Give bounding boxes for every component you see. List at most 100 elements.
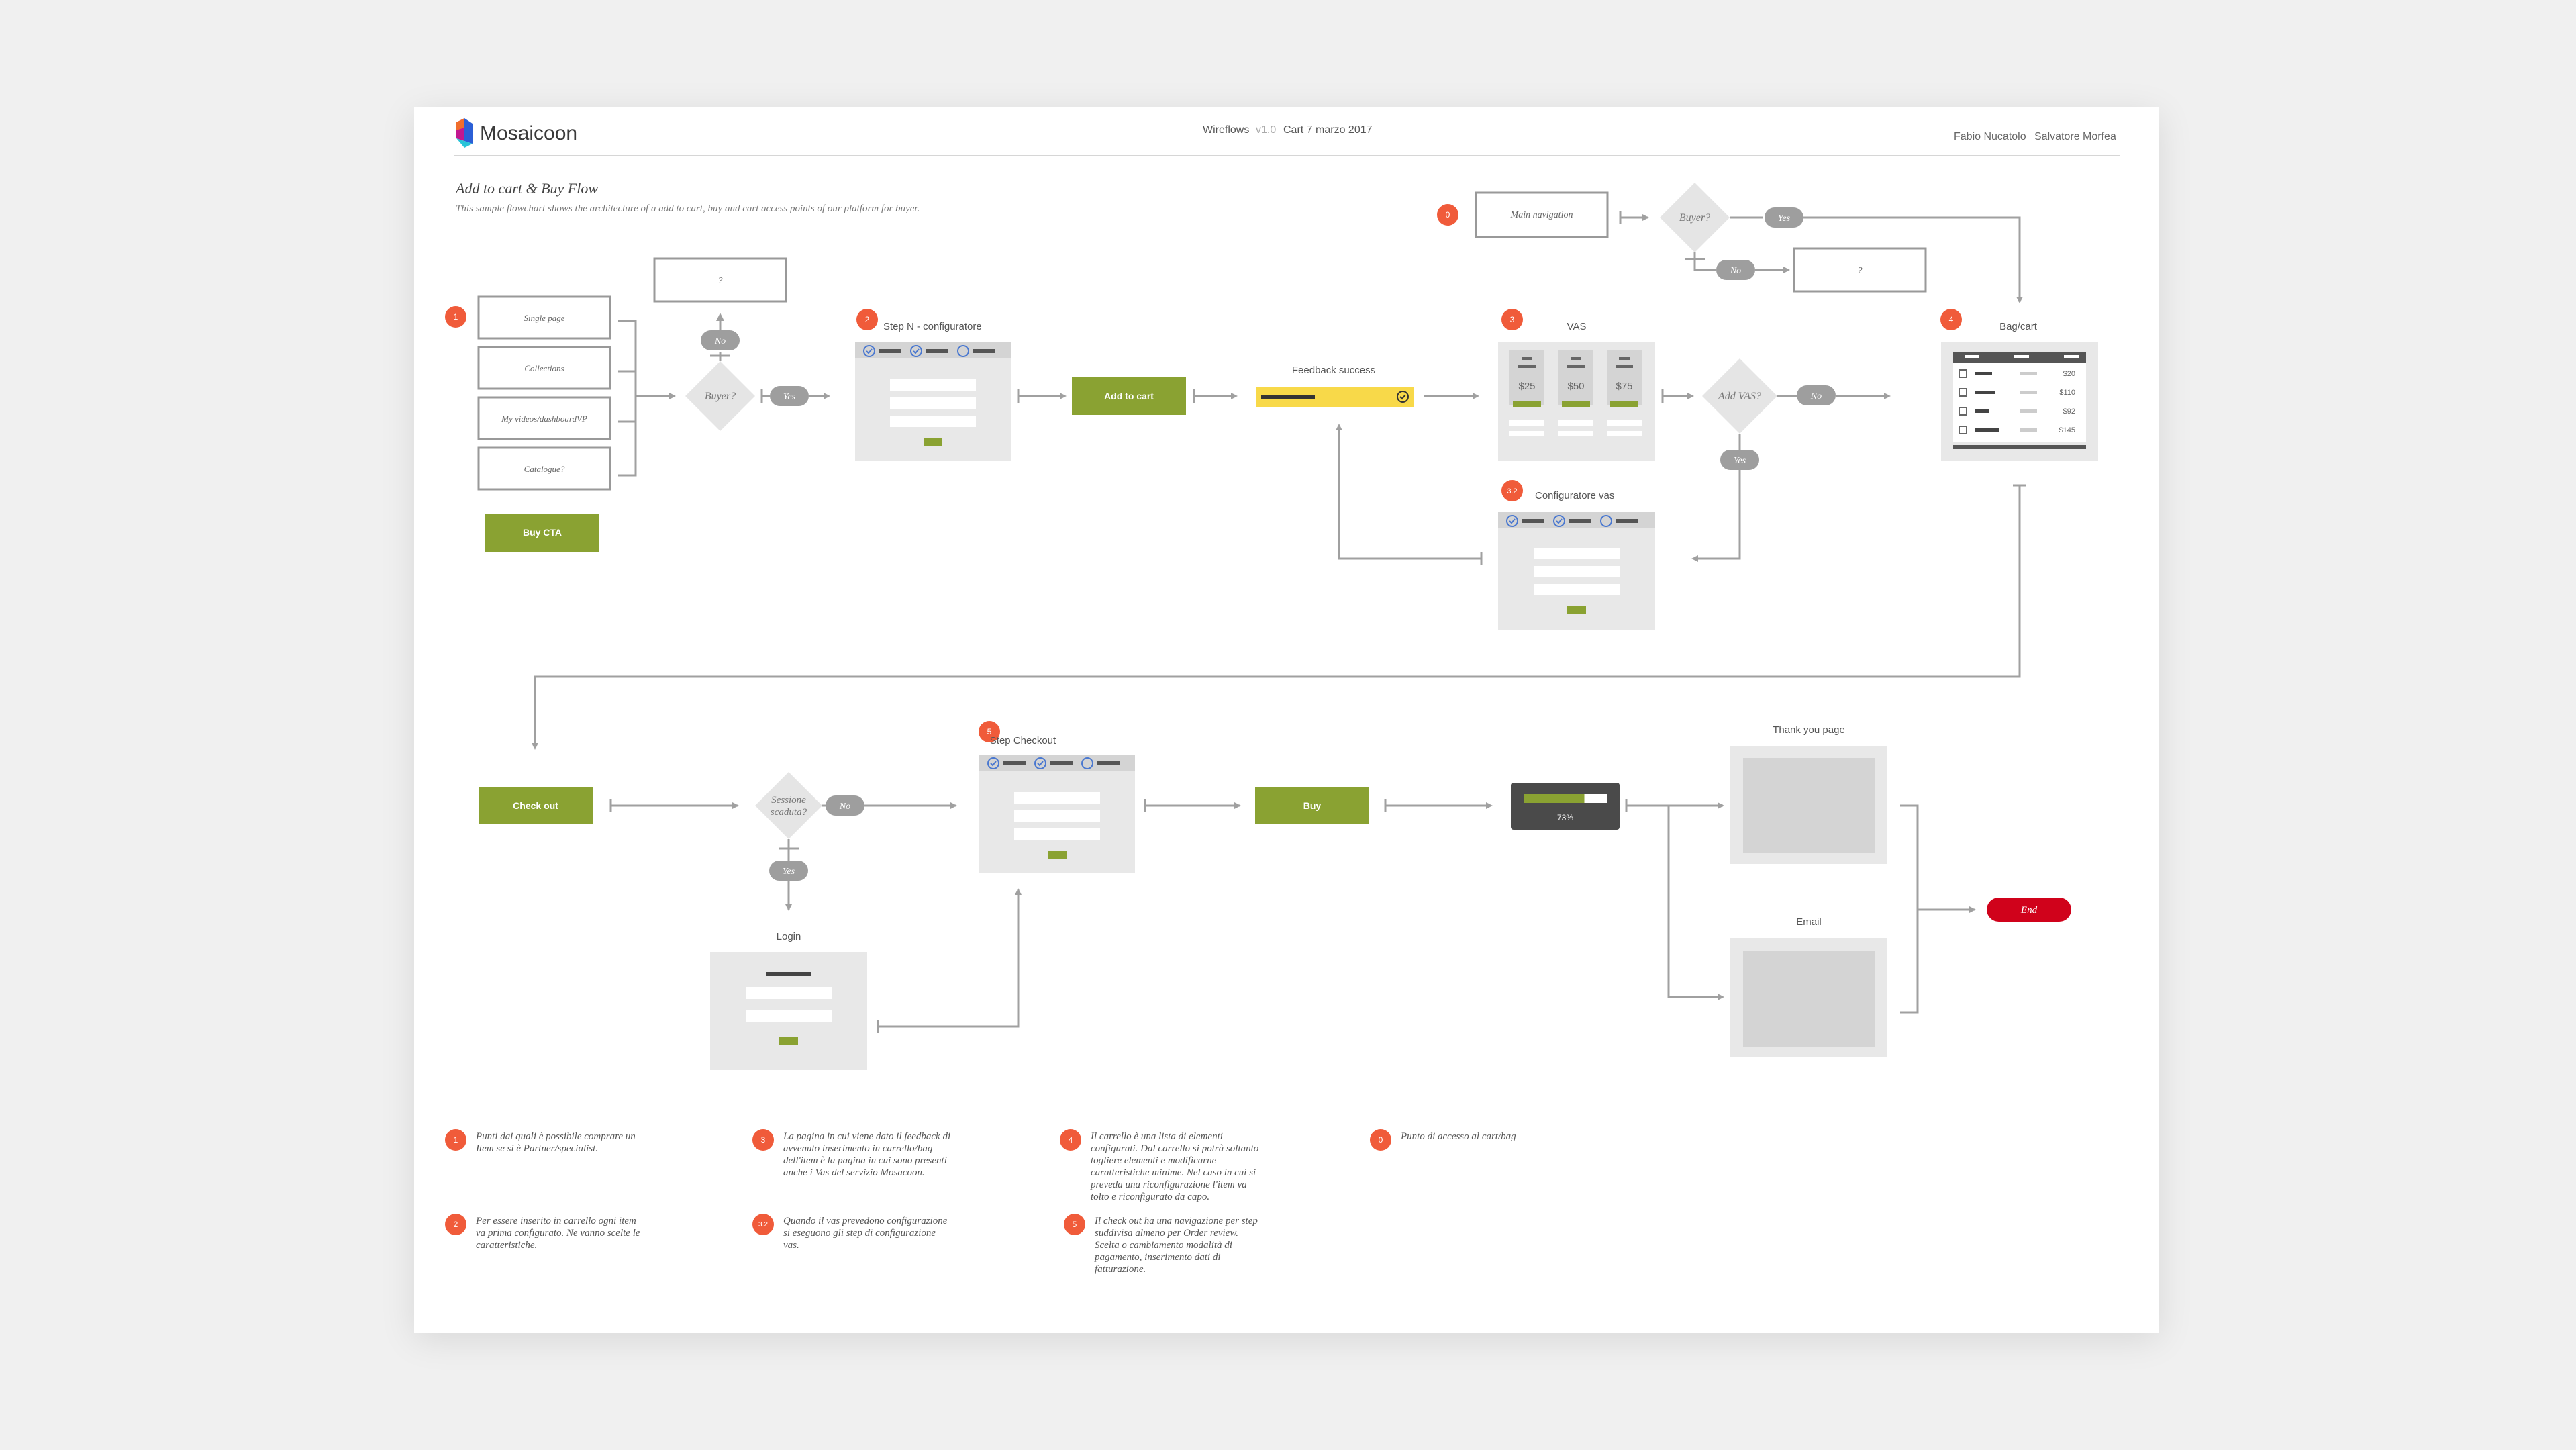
canvas-card: Mosaicoon Wireflows v1.0 Cart 7 marzo 20… bbox=[414, 107, 2159, 1333]
entry-catalogue bbox=[477, 446, 611, 491]
decision-session-line2: scaduta? bbox=[771, 807, 807, 818]
no-pill-session bbox=[826, 795, 864, 816]
note-1: Punti dai quali è possibile comprare un … bbox=[476, 1131, 636, 1154]
vas-price-3: $75 bbox=[1616, 381, 1632, 392]
bag-wireframe bbox=[1941, 342, 2098, 461]
doc-version: v1.0 bbox=[1256, 124, 1276, 136]
end-node bbox=[1987, 898, 2071, 922]
bag-price-1: $20 bbox=[2063, 370, 2075, 378]
no-pill-vas bbox=[1797, 385, 1836, 405]
email-wireframe bbox=[1730, 938, 1887, 1057]
bag-price-3: $92 bbox=[2063, 407, 2075, 416]
no-pill-vas-label: No bbox=[1810, 391, 1822, 401]
entry-catalogue-label: Catalogue? bbox=[524, 464, 565, 474]
step-badge-2 bbox=[856, 309, 878, 330]
unknown-box-top bbox=[1793, 247, 1927, 293]
config-vas-title: Configuratore vas bbox=[1535, 490, 1614, 501]
yes-pill-top-label: Yes bbox=[1778, 213, 1791, 224]
yes-pill-session bbox=[769, 861, 808, 881]
vas-price-1: $25 bbox=[1518, 381, 1535, 392]
unknown-box-top-label: ? bbox=[1858, 266, 1863, 276]
vas-price-2: $50 bbox=[1567, 381, 1584, 392]
decision-add-vas bbox=[1702, 358, 1777, 434]
note-5: Il check out ha una navigazione per step… bbox=[1095, 1216, 1258, 1275]
no-pill-top-label: No bbox=[1730, 266, 1741, 276]
buy-cta-label: Buy CTA bbox=[523, 527, 562, 538]
note-4: Il carrello è una lista di elementi conf… bbox=[1091, 1131, 1259, 1202]
main-navigation-box bbox=[1475, 191, 1609, 238]
login-wireframe bbox=[710, 952, 867, 1070]
wireflow-diagram: Mosaicoon Wireflows v1.0 Cart 7 marzo 20… bbox=[445, 118, 2120, 1070]
bag-price-2: $110 bbox=[2059, 389, 2075, 397]
vas-wireframe bbox=[1498, 342, 1655, 461]
yes-pill-vas-label: Yes bbox=[1734, 456, 1746, 466]
doc-date: Cart 7 marzo 2017 bbox=[1283, 124, 1373, 136]
buy-label: Buy bbox=[1303, 800, 1322, 811]
end-label: End bbox=[2020, 905, 2038, 916]
thank-you-title: Thank you page bbox=[1773, 724, 1845, 736]
note-3: La pagina in cui viene dato il feedback … bbox=[783, 1131, 951, 1178]
step-badge-4-label: 4 bbox=[1949, 315, 1954, 324]
progress-fill bbox=[1524, 794, 1585, 803]
step-n-title: Step N - configuratore bbox=[883, 321, 982, 332]
note-badge-3-2: 3.2 bbox=[752, 1214, 774, 1235]
note-badge-0: 0 bbox=[1370, 1129, 1391, 1151]
check-out-label: Check out bbox=[513, 800, 558, 811]
note-badge-3: 3 bbox=[752, 1129, 774, 1151]
step-badge-1-label: 1 bbox=[454, 312, 458, 322]
step-badge-3 bbox=[1501, 309, 1523, 330]
step-checkout-wireframe bbox=[979, 755, 1135, 873]
entry-collections bbox=[477, 346, 611, 390]
no-pill-1 bbox=[701, 330, 740, 350]
unknown-box-1-label: ? bbox=[718, 276, 723, 286]
yes-pill-top bbox=[1765, 207, 1803, 228]
buy-cta-button bbox=[485, 514, 599, 552]
bag-title: Bag/cart bbox=[1999, 321, 2038, 332]
note-badge-2: 2 bbox=[445, 1214, 466, 1235]
flow-title: Add to cart & Buy Flow bbox=[454, 180, 598, 197]
decision-buyer-top-label: Buyer? bbox=[1679, 212, 1710, 224]
step-badge-0-label: 0 bbox=[1446, 210, 1450, 220]
no-pill-session-label: No bbox=[839, 802, 850, 812]
yes-pill-1-label: Yes bbox=[783, 392, 796, 402]
flow-subtitle: This sample flowchart shows the architec… bbox=[456, 203, 920, 214]
entry-collections-label: Collections bbox=[524, 363, 564, 373]
step-badge-1 bbox=[445, 306, 466, 328]
bag-price-4: $145 bbox=[2059, 426, 2075, 434]
entry-single-page-label: Single page bbox=[524, 313, 564, 323]
brand-name: Mosaicoon bbox=[480, 122, 577, 144]
main-navigation-label: Main navigation bbox=[1510, 210, 1573, 220]
step-badge-5 bbox=[979, 721, 1000, 742]
yes-pill-session-label: Yes bbox=[783, 867, 795, 877]
yes-pill-1 bbox=[770, 386, 809, 406]
thank-you-wireframe bbox=[1730, 746, 1887, 864]
entry-my-videos bbox=[477, 396, 611, 440]
brand-logo-icon bbox=[456, 118, 473, 148]
buy-button bbox=[1255, 787, 1369, 824]
add-to-cart-button bbox=[1072, 377, 1186, 415]
unknown-box-1 bbox=[653, 257, 787, 303]
author-2: Salvatore Morfea bbox=[2034, 131, 2116, 142]
step-badge-4 bbox=[1940, 309, 1962, 330]
check-out-button bbox=[479, 787, 593, 824]
entry-single-page bbox=[477, 295, 611, 340]
author-1: Fabio Nucatolo bbox=[1954, 131, 2026, 142]
note-2: Per essere inserito in carrello ogni ite… bbox=[476, 1216, 640, 1251]
feedback-title: Feedback success bbox=[1292, 365, 1375, 376]
note-3-2: Quando il vas prevedono configurazione s… bbox=[783, 1216, 948, 1251]
add-to-cart-label: Add to cart bbox=[1104, 391, 1154, 401]
note-0: Punto di accesso al cart/bag bbox=[1401, 1131, 1516, 1142]
decision-buyer-top bbox=[1660, 183, 1730, 252]
step-badge-3-2 bbox=[1501, 480, 1523, 501]
step-badge-5-label: 5 bbox=[987, 727, 992, 736]
decision-session-line1: Sessione bbox=[771, 795, 806, 806]
no-pill-top bbox=[1716, 260, 1755, 280]
progress-modal bbox=[1511, 783, 1620, 830]
decision-buyer-1-label: Buyer? bbox=[705, 391, 736, 402]
decision-buyer-1 bbox=[685, 361, 755, 431]
decision-session bbox=[755, 772, 822, 839]
note-badge-1: 1 bbox=[445, 1129, 466, 1151]
step-checkout-title: Step Checkout bbox=[990, 735, 1056, 746]
no-pill-1-label: No bbox=[714, 336, 726, 346]
step-n-wireframe bbox=[855, 342, 1011, 461]
